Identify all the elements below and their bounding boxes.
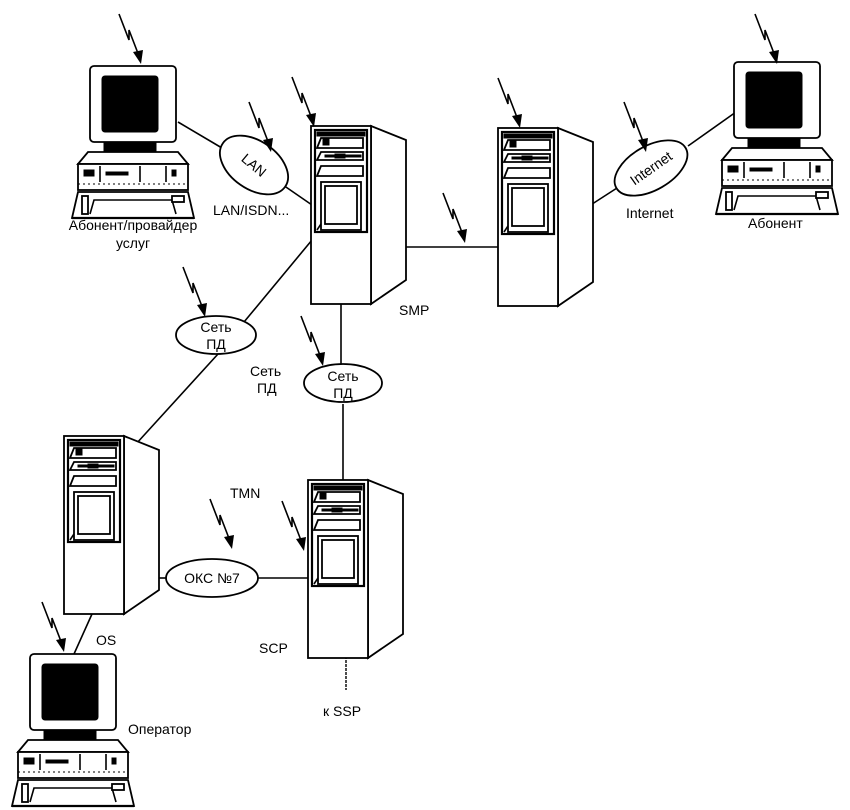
lightning-arrow-icon: [623, 101, 649, 153]
lightning-arrow-icon: [41, 601, 67, 653]
network-internet[interactable]: Internet: [605, 129, 696, 207]
workstation-subscriber[interactable]: [714, 60, 840, 216]
tower-server-icon: [62, 434, 161, 616]
lightning-arrow-icon: [300, 315, 326, 367]
network-pd-center-label-line1: Сеть: [327, 368, 358, 384]
network-pd-left[interactable]: Сеть ПД: [175, 315, 257, 355]
label-internet: Internet: [626, 205, 674, 221]
label-lan-isdn: LAN/ISDN...: [213, 202, 289, 218]
server-scp[interactable]: [306, 478, 405, 660]
label-subscriber-provider-line1: Абонент/провайдер: [69, 217, 198, 233]
edge-lan-smp: [282, 184, 313, 206]
lightning-arrow-icon: [118, 13, 144, 65]
label-tmn: TMN: [230, 485, 260, 501]
lightning-arrow-icon: [754, 13, 780, 65]
lightning-arrow-icon: [442, 192, 468, 244]
tower-server-icon: [306, 478, 405, 660]
workstation-operator[interactable]: [10, 652, 136, 808]
lightning-arrow-icon: [281, 500, 307, 552]
network-oks7-label: ОКС №7: [184, 570, 240, 586]
label-to-ssp: к SSP: [323, 703, 361, 719]
network-pd-left-label-line1: Сеть: [200, 319, 231, 335]
label-subscriber-provider-line2: услуг: [116, 235, 150, 251]
desktop-computer-icon: [714, 60, 840, 216]
lightning-arrow-icon: [209, 498, 235, 550]
network-pd-center[interactable]: Сеть ПД: [303, 363, 383, 403]
label-smp: SMP: [399, 302, 429, 318]
tower-server-icon: [309, 124, 408, 306]
edge-pd-left-os: [135, 353, 219, 445]
edge-os-operator: [73, 613, 93, 655]
server-smp[interactable]: [309, 124, 408, 306]
connections: [73, 111, 737, 690]
label-subscriber: Абонент: [748, 215, 803, 231]
label-pd-caption-line2: ПД: [257, 380, 277, 396]
tower-server-icon: [496, 126, 595, 308]
label-operator: Оператор: [128, 721, 192, 737]
edge-smp-pd-left: [243, 239, 313, 323]
lightning-arrow-icon: [182, 266, 208, 318]
network-pd-center-label-line2: ПД: [333, 385, 353, 401]
network-pd-left-label-line2: ПД: [206, 336, 226, 352]
server-os[interactable]: [62, 434, 161, 616]
desktop-computer-icon: [10, 652, 136, 808]
network-lan[interactable]: LAN: [209, 124, 299, 207]
edge-internet-subscriber: [687, 111, 737, 147]
label-pd-caption-line1: Сеть: [250, 363, 281, 379]
server-web[interactable]: [496, 126, 595, 308]
network-oks7[interactable]: ОКС №7: [165, 558, 259, 598]
desktop-computer-icon: [70, 64, 196, 220]
label-scp: SCP: [259, 640, 288, 656]
labels: Абонент/провайдер услуг LAN/ISDN... SMP …: [69, 202, 804, 737]
workstation-subscriber-provider[interactable]: [70, 64, 196, 220]
lightning-arrow-icon: [497, 77, 523, 129]
edge-provider-lan: [177, 121, 223, 149]
lightning-arrow-icon: [291, 76, 317, 128]
label-os: OS: [96, 632, 116, 648]
